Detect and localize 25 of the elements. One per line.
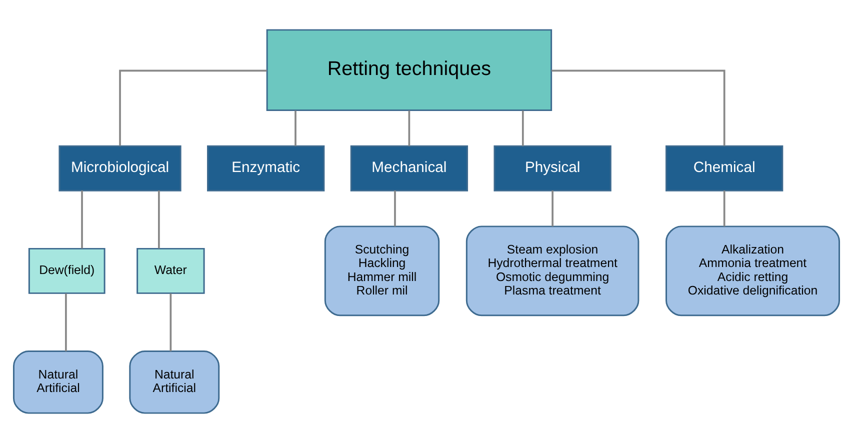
node-box: Retting techniques	[266, 29, 552, 112]
node-box: Steam explosion Hydrothermal treatment Osmotic degumming Plasma treatment	[466, 226, 640, 316]
connector	[408, 110, 410, 146]
node-box: Dew(field)	[28, 248, 106, 294]
node-box: Natural Artificial	[129, 350, 220, 414]
connector	[394, 190, 396, 226]
node-box: Natural Artificial	[12, 350, 104, 414]
node-box: Chemical	[666, 145, 784, 192]
connector	[158, 190, 160, 248]
node-box: Alkalization Ammonia treatment Acidic retting Oxidative delignification	[666, 226, 840, 316]
connector	[723, 190, 726, 226]
node-box: Water	[136, 248, 205, 294]
connector	[119, 70, 267, 146]
node-box: Microbiological	[58, 145, 182, 192]
connector	[552, 70, 726, 146]
node-box: Mechanical	[350, 145, 468, 192]
connector	[81, 190, 83, 248]
node-box: Scutching Hackling Hammer mill Roller mil	[324, 226, 440, 316]
node-box: Enzymatic	[207, 145, 325, 192]
connector	[522, 110, 524, 146]
connector	[552, 190, 554, 226]
connector	[294, 110, 296, 146]
connector	[170, 293, 172, 352]
node-box: Physical	[494, 145, 612, 192]
connector	[65, 293, 67, 352]
